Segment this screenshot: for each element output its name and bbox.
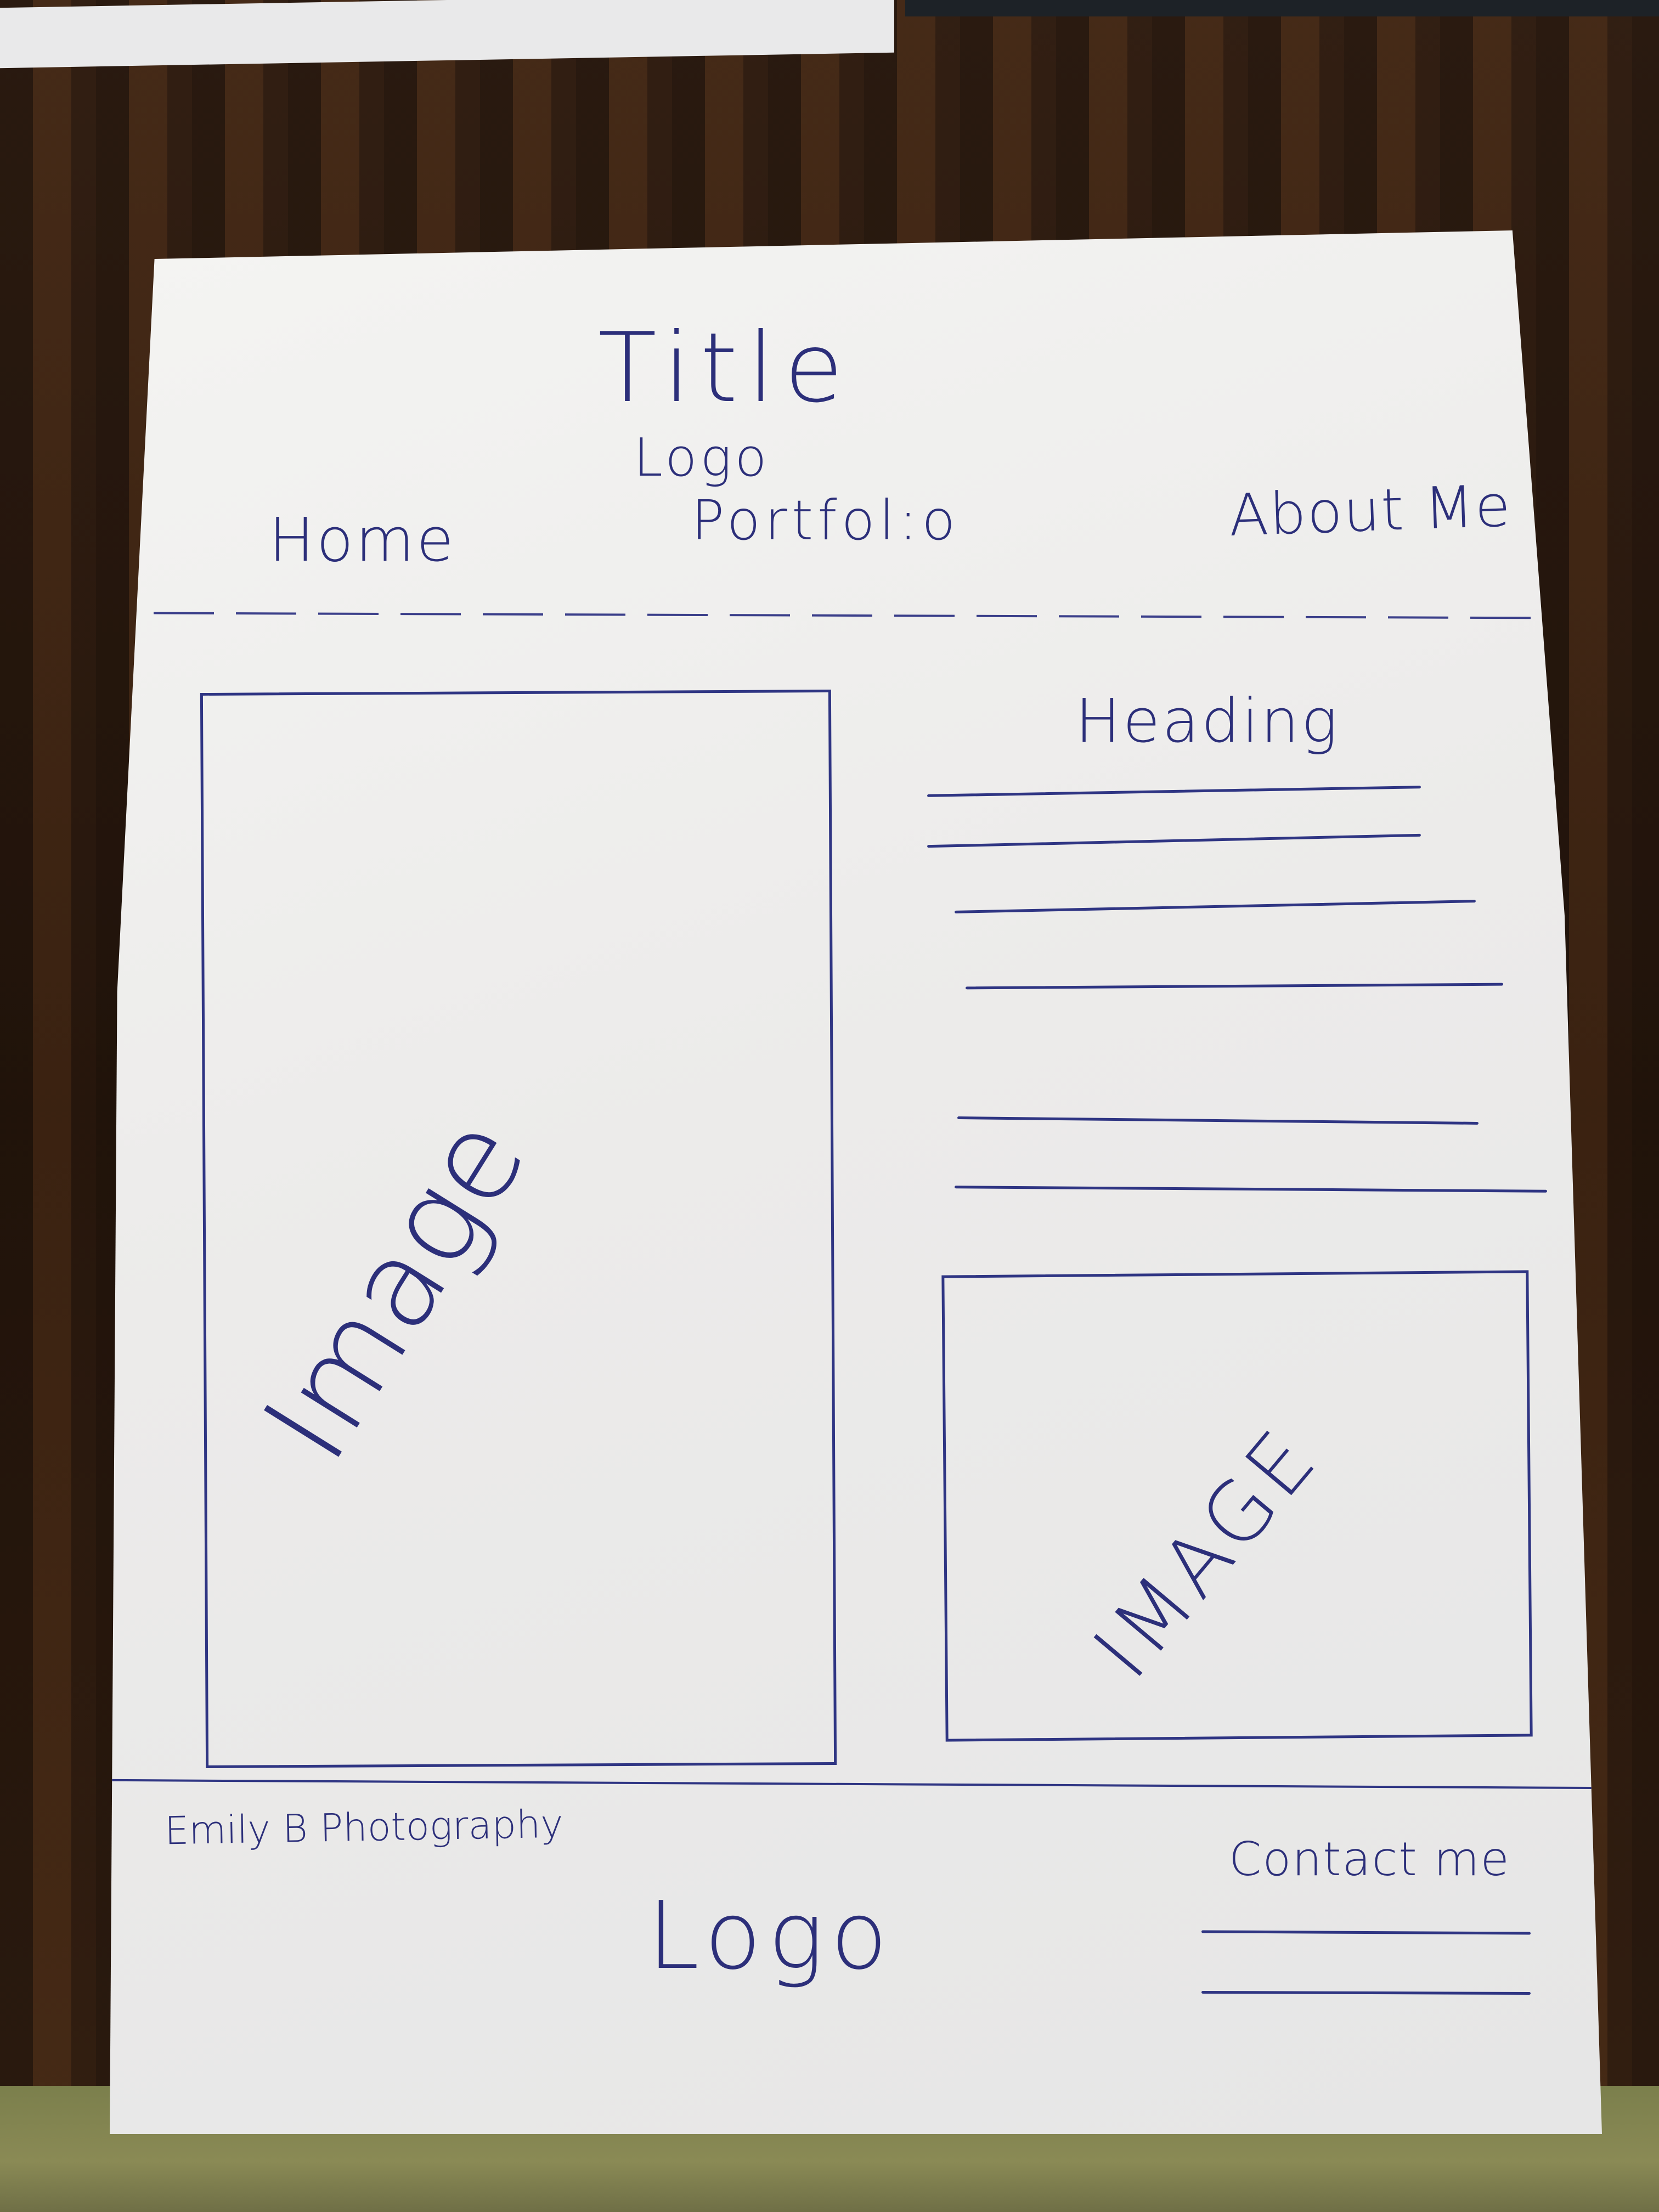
text-line-6 [954, 1186, 1548, 1193]
contact-line-1 [1201, 1930, 1531, 1935]
header-divider [154, 612, 1558, 619]
contact-line-2 [1201, 1990, 1531, 1995]
title-text: Title [598, 313, 854, 424]
wireframe-sketch-paper: Title Logo Home Portfol:o About Me Image… [110, 230, 1602, 2134]
left-image-placeholder [200, 690, 837, 1768]
nav-about-me[interactable]: About Me [1228, 472, 1513, 549]
footer-brand: Emily B Photography [164, 1801, 564, 1854]
header-logo-text: Logo [634, 428, 770, 488]
footer-contact-link[interactable]: Contact me [1229, 1832, 1510, 1887]
text-line-3 [955, 900, 1476, 913]
dark-object-background [905, 0, 1659, 16]
footer-divider [110, 1779, 1602, 1790]
nav-portfolio[interactable]: Portfol:o [691, 488, 960, 552]
text-line-5 [957, 1116, 1479, 1125]
text-line-2 [927, 833, 1421, 848]
nav-home[interactable]: Home [269, 505, 456, 575]
footer-logo-text: Logo [647, 1882, 894, 1990]
text-line-1 [927, 786, 1421, 797]
main-heading: Heading [1075, 686, 1340, 756]
text-line-4 [965, 983, 1504, 990]
